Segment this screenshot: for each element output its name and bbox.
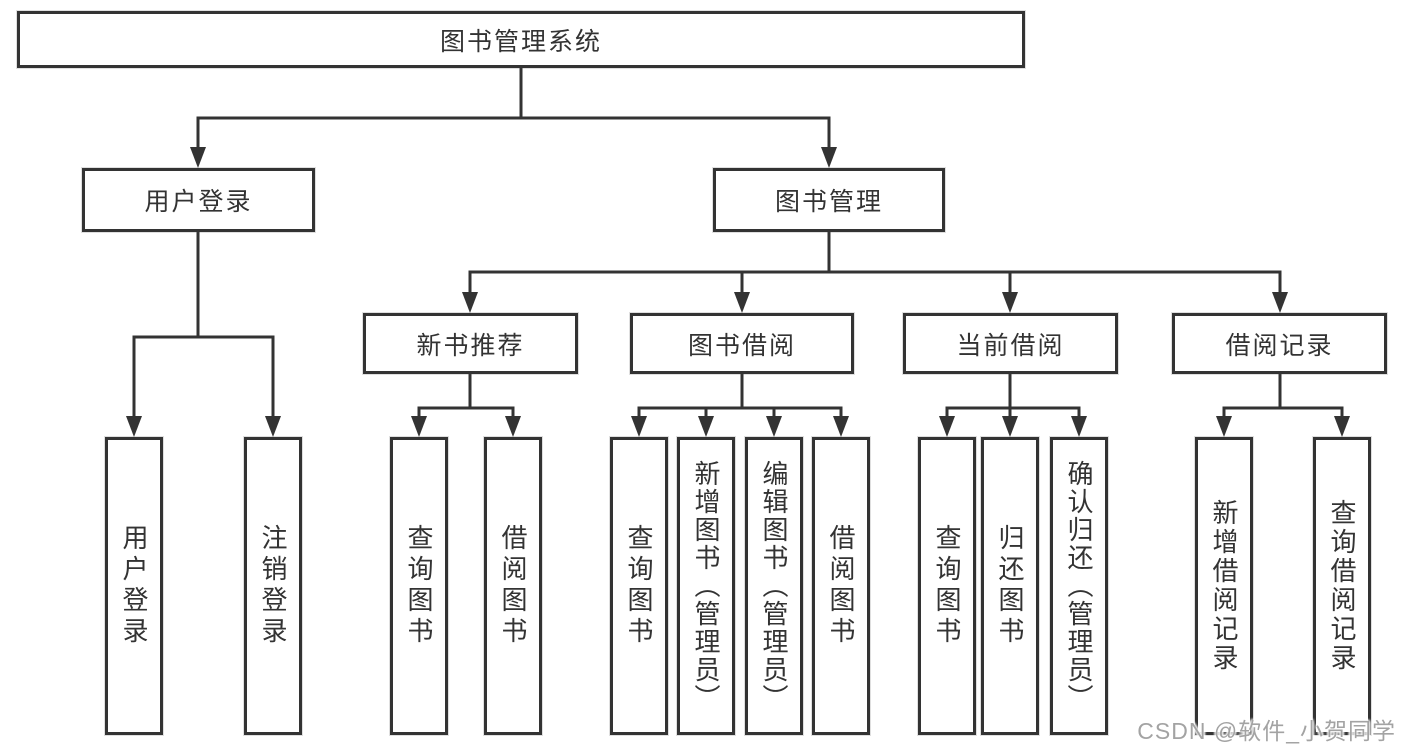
node-book-borrowing-label: 图书借阅 [687,331,796,360]
node-book-borrowing: 图书借阅 [630,313,854,374]
node-user-login: 用户登录 [82,168,315,232]
node-borrow-books-recommend-label: 借阅图书 [498,524,528,648]
node-query-books-borrowing: 查询图书 [610,437,668,735]
node-query-books-borrowing-label: 查询图书 [624,524,654,648]
node-library-system-label: 图书管理系统 [439,27,602,56]
node-confirm-return-admin-label: 确认归还（管理员） [1064,460,1094,712]
node-add-borrow-record: 新增借阅记录 [1195,437,1253,735]
node-borrowing-records-label: 借阅记录 [1225,331,1334,360]
node-return-books: 归还图书 [981,437,1039,735]
node-current-borrowing: 当前借阅 [903,313,1118,374]
node-user-login-label: 用户登录 [144,188,253,216]
node-confirm-return-admin: 确认归还（管理员） [1050,437,1108,735]
node-query-books-current-label: 查询图书 [932,524,962,648]
node-login: 用户登录 [105,437,163,735]
node-edit-books-admin: 编辑图书（管理员） [745,437,803,735]
node-borrow-books-borrowing-label: 借阅图书 [826,524,856,648]
node-add-books-admin-label: 新增图书（管理员） [691,460,721,712]
node-borrow-books-borrowing: 借阅图书 [812,437,870,735]
node-add-books-admin: 新增图书（管理员） [677,437,735,735]
node-current-borrowing-label: 当前借阅 [956,331,1065,360]
csdn-watermark: CSDN @软件_小贺同学 [1137,718,1396,744]
node-new-book-recommend-label: 新书推荐 [416,331,525,360]
arrowhead-icons [126,147,1350,437]
node-query-borrow-record-label: 查询借阅记录 [1327,499,1357,673]
node-query-borrow-record: 查询借阅记录 [1313,437,1371,735]
node-new-book-recommend: 新书推荐 [363,313,578,374]
node-book-management-label: 图书管理 [774,188,883,216]
node-logout-label: 注销登录 [258,524,288,648]
node-book-management: 图书管理 [713,168,945,232]
node-borrow-books-recommend: 借阅图书 [484,437,542,735]
node-login-label: 用户登录 [119,524,149,648]
node-borrowing-records: 借阅记录 [1172,313,1387,374]
node-logout: 注销登录 [244,437,302,735]
node-edit-books-admin-label: 编辑图书（管理员） [759,460,789,712]
node-query-books-current: 查询图书 [918,437,976,735]
node-add-borrow-record-label: 新增借阅记录 [1209,499,1239,673]
node-library-system: 图书管理系统 [17,11,1025,68]
node-query-books-recommend-label: 查询图书 [404,524,434,648]
node-query-books-recommend: 查询图书 [390,437,448,735]
node-return-books-label: 归还图书 [995,524,1025,648]
